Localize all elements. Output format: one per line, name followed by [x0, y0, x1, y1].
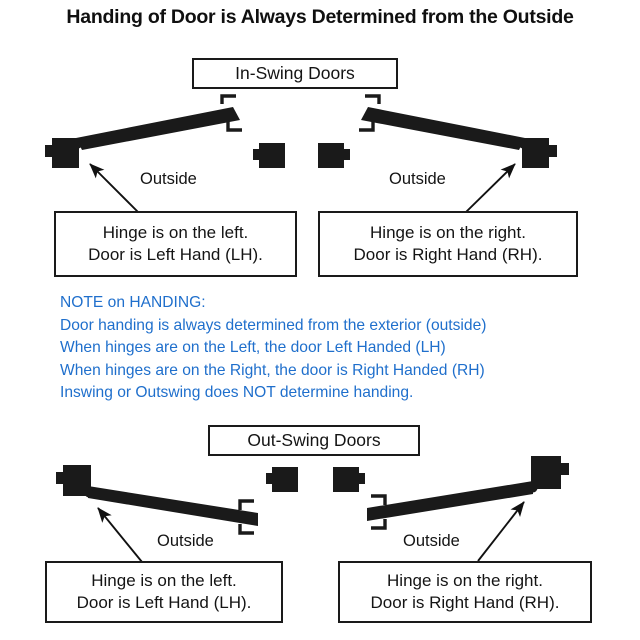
latch-bracket-out-swing-left-top — [238, 499, 254, 510]
in-swing-right-door-assembly — [359, 94, 557, 213]
hinge-pivot-in-swing-right — [518, 139, 528, 149]
wall-block-in-swing-left-outer — [52, 138, 79, 168]
door-leaf-in-swing-left — [76, 107, 240, 150]
page-title: Handing of Door is Always Determined fro… — [66, 6, 574, 28]
outside-label-out-swing-left: Outside — [157, 532, 214, 550]
wall-block-out-swing-right-inner — [333, 467, 359, 492]
note-line-2: When hinges are on the Left, the door Le… — [60, 339, 446, 357]
latch-bracket-in-swing-right-top — [365, 94, 381, 104]
caption-out-swing-right: Hinge is on the right. Door is Right Han… — [338, 561, 592, 623]
wall-block-out-swing-left-outer — [63, 465, 91, 496]
wall-block-in-swing-left-inner — [259, 143, 285, 168]
caption-in-swing-left: Hinge is on the left. Door is Left Hand … — [54, 211, 297, 277]
latch-bracket-in-swing-left-top — [220, 94, 236, 104]
caption-in-swing-right-line2: Door is Right Hand (RH). — [353, 245, 543, 264]
wall-block-in-swing-right-outer — [522, 138, 549, 168]
latch-bracket-out-swing-right-top — [371, 494, 387, 505]
wall-block-in-swing-right-inner-nub — [343, 149, 350, 160]
latch-bracket-out-swing-left-bottom — [238, 524, 254, 535]
door-leaf-out-swing-right — [367, 481, 533, 521]
pointer-arrow-out-swing-left — [97, 507, 143, 563]
wall-block-out-swing-right-outer — [531, 456, 561, 489]
latch-bracket-in-swing-left-bottom — [226, 122, 242, 132]
wall-block-in-swing-left-outer-nub — [45, 145, 53, 157]
out-swing-right-door-assembly — [367, 456, 569, 562]
wall-block-out-swing-left-outer-nub — [56, 472, 64, 484]
handing-note: NOTE on HANDING: Door handing is always … — [60, 292, 486, 405]
wall-block-out-swing-right-inner-nub — [358, 473, 365, 484]
caption-in-swing-left-line1: Hinge is on the left. — [102, 223, 249, 243]
outside-label-in-swing-left: Outside — [140, 170, 197, 188]
caption-out-swing-left-line2: Door is Left Hand (LH). — [76, 593, 252, 612]
section-header-in-swing-label: In-Swing Doors — [235, 63, 355, 83]
hinge-pivot-in-swing-left — [73, 139, 83, 149]
door-leaf-in-swing-right — [361, 107, 525, 150]
in-swing-center-jambs — [253, 143, 350, 168]
wall-block-out-swing-left-inner-nub — [266, 473, 273, 484]
section-header-out-swing-label: Out-Swing Doors — [247, 430, 381, 450]
hinge-pivot-out-swing-right — [528, 483, 538, 493]
caption-in-swing-left-line2: Door is Left Hand (LH). — [88, 245, 263, 264]
wall-block-in-swing-right-inner — [318, 143, 344, 168]
wall-block-in-swing-left-inner-nub — [253, 149, 260, 160]
latch-bracket-in-swing-right-bottom — [359, 122, 375, 132]
section-header-out-swing: Out-Swing Doors — [208, 425, 420, 456]
note-line-1: Door handing is always determined from t… — [60, 316, 487, 334]
section-header-in-swing: In-Swing Doors — [192, 58, 398, 89]
caption-in-swing-right: Hinge is on the right. Door is Right Han… — [318, 211, 578, 277]
pointer-arrow-in-swing-left — [89, 163, 139, 213]
pointer-arrow-out-swing-right — [477, 501, 525, 562]
note-line-3: When hinges are on the Right, the door i… — [60, 361, 485, 379]
out-swing-center-jambs — [266, 467, 365, 492]
hinge-pivot-out-swing-left — [84, 488, 94, 498]
latch-bracket-out-swing-right-bottom — [371, 519, 387, 530]
note-heading: NOTE on HANDING: — [60, 294, 206, 311]
wall-block-out-swing-right-outer-nub — [561, 463, 569, 475]
note-line-4: Inswing or Outswing does NOT determine h… — [60, 384, 414, 402]
caption-in-swing-right-line1: Hinge is on the right. — [370, 223, 526, 243]
in-swing-left-door-assembly — [45, 94, 242, 213]
wall-block-out-swing-left-inner — [272, 467, 298, 492]
pointer-arrow-in-swing-right — [465, 163, 516, 213]
outside-label-in-swing-right: Outside — [389, 170, 446, 188]
door-leaf-out-swing-left — [88, 486, 258, 526]
outside-label-out-swing-right: Outside — [403, 532, 460, 550]
caption-out-swing-right-line2: Door is Right Hand (RH). — [370, 593, 560, 612]
caption-out-swing-left-line1: Hinge is on the left. — [91, 571, 237, 591]
wall-block-in-swing-right-outer-nub — [549, 145, 557, 157]
caption-out-swing-left: Hinge is on the left. Door is Left Hand … — [45, 561, 283, 623]
caption-out-swing-right-line1: Hinge is on the right. — [387, 571, 543, 591]
